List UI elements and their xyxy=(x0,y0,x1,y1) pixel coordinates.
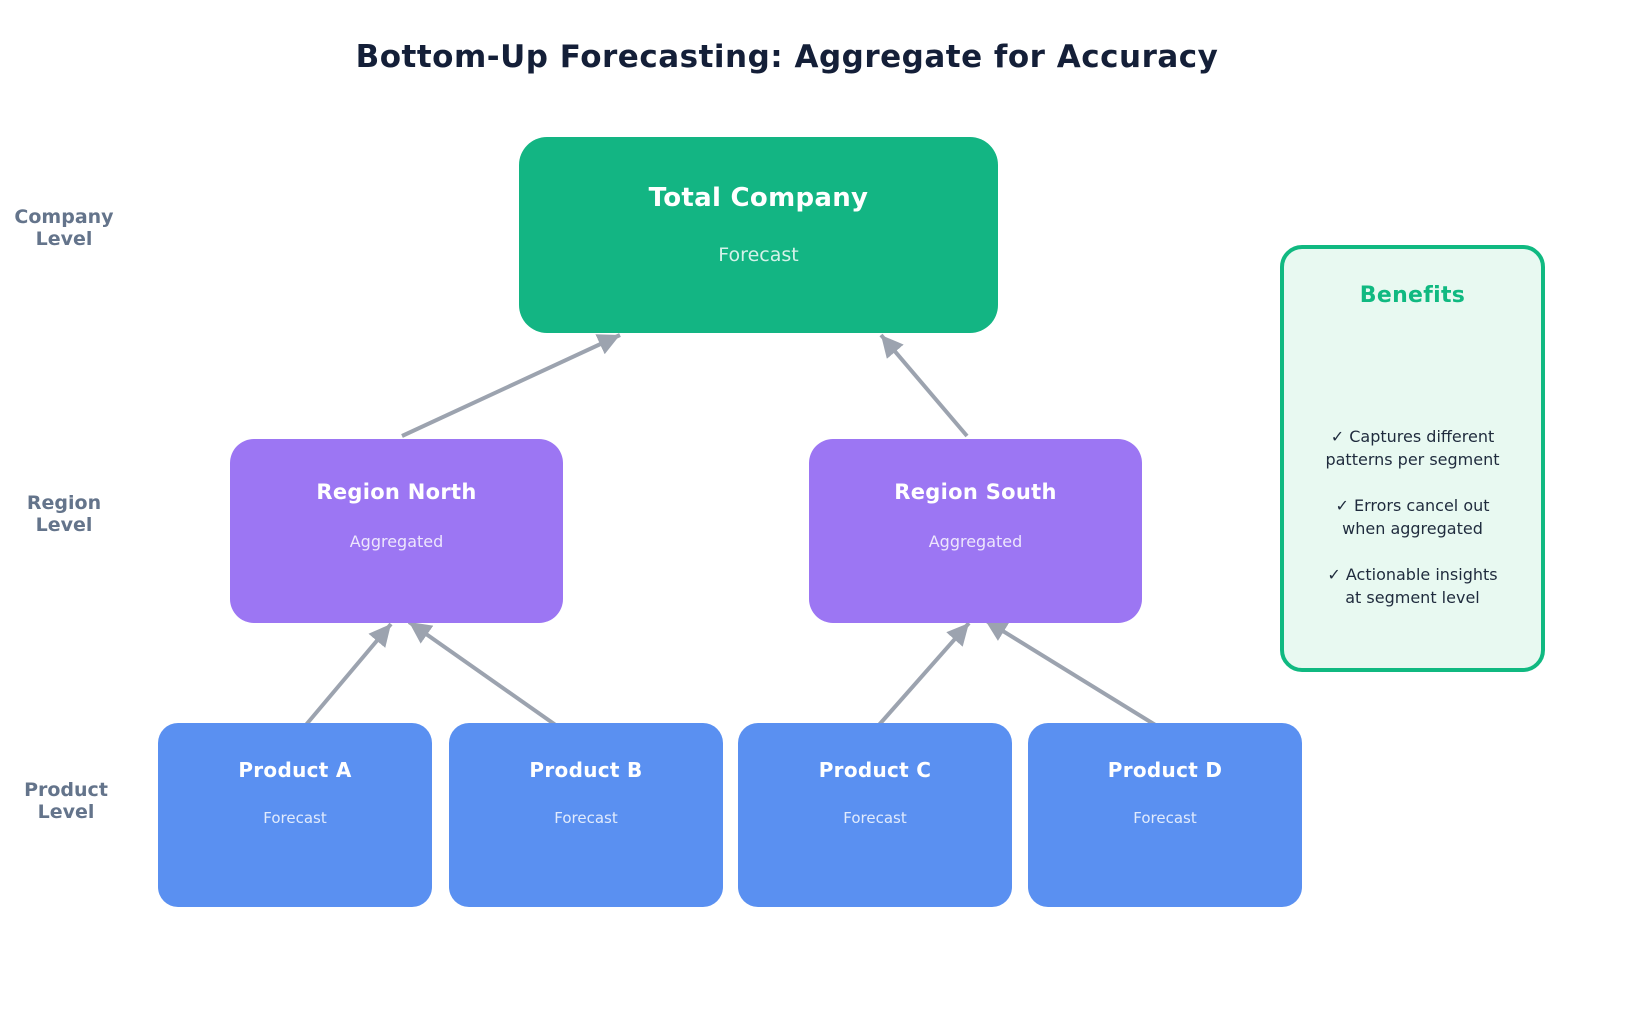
level-label-company-line2: Level xyxy=(35,228,93,250)
benefit-item-line: when aggregated xyxy=(1342,519,1483,538)
node-region-north-title: Region North xyxy=(316,480,477,504)
node-region-north: Region North Aggregated xyxy=(230,439,563,623)
level-label-region-line2: Level xyxy=(35,514,93,536)
level-label-product-line1: Product xyxy=(24,779,108,801)
node-product-b-subtitle: Forecast xyxy=(554,809,618,827)
benefits-panel: Benefits ✓ Captures different patterns p… xyxy=(1280,245,1545,672)
benefit-item-line: ✓ Captures different xyxy=(1330,427,1495,446)
benefit-item-line: patterns per segment xyxy=(1325,450,1500,469)
node-total-company-subtitle: Forecast xyxy=(718,244,799,266)
arrow-region-south-to-total xyxy=(879,333,969,438)
node-product-c: Product C Forecast xyxy=(738,723,1012,907)
page-title: Bottom-Up Forecasting: Aggregate for Acc… xyxy=(355,39,1219,75)
benefit-item-line: at segment level xyxy=(1345,588,1480,607)
level-label-product-line2: Level xyxy=(37,801,95,823)
arrow-product-b-to-region-north xyxy=(407,620,559,728)
level-label-company-line1: Company xyxy=(14,206,114,228)
node-product-c-title: Product C xyxy=(818,758,932,782)
benefit-item-line: ✓ Errors cancel out xyxy=(1335,496,1490,515)
node-product-a: Product A Forecast xyxy=(158,723,432,907)
benefits-title: Benefits xyxy=(1359,283,1466,308)
node-product-d-subtitle: Forecast xyxy=(1133,809,1197,827)
node-product-a-title: Product A xyxy=(238,758,352,782)
node-product-b: Product B Forecast xyxy=(449,723,723,907)
node-total-company-title: Total Company xyxy=(648,183,869,213)
node-product-d-title: Product D xyxy=(1107,758,1223,782)
node-product-b-title: Product B xyxy=(529,758,643,782)
node-product-a-subtitle: Forecast xyxy=(263,809,327,827)
level-label-region-line1: Region xyxy=(26,492,102,514)
node-region-south-title: Region South xyxy=(894,480,1057,504)
benefits-list: ✓ Captures different patterns per segmen… xyxy=(1284,425,1541,632)
level-label-region: Region Level xyxy=(0,492,128,536)
arrow-product-a-to-region-north xyxy=(303,622,393,728)
level-label-company: Company Level xyxy=(0,206,128,250)
arrow-product-d-to-region-south xyxy=(983,618,1159,728)
benefit-item-line: ✓ Actionable insights xyxy=(1327,565,1498,584)
level-label-product: Product Level xyxy=(2,779,130,823)
benefit-item: ✓ Errors cancel out when aggregated xyxy=(1284,494,1541,540)
benefit-item: ✓ Actionable insights at segment level xyxy=(1284,563,1541,609)
node-total-company: Total Company Forecast xyxy=(519,137,998,333)
node-region-south: Region South Aggregated xyxy=(809,439,1142,623)
node-product-d: Product D Forecast xyxy=(1028,723,1302,907)
benefit-item: ✓ Captures different patterns per segmen… xyxy=(1284,425,1541,471)
node-region-south-subtitle: Aggregated xyxy=(928,532,1023,551)
node-region-north-subtitle: Aggregated xyxy=(349,532,444,551)
arrow-region-north-to-total xyxy=(401,333,621,438)
node-product-c-subtitle: Forecast xyxy=(843,809,907,827)
arrow-product-c-to-region-south xyxy=(876,621,971,728)
